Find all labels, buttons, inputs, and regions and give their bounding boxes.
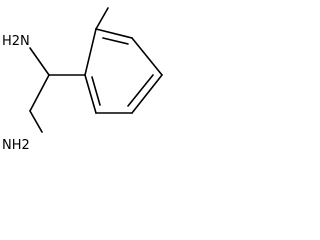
ring-bond-5	[84, 74, 97, 114]
chain-bond-lower	[29, 74, 50, 112]
ring-bond-2	[131, 37, 163, 76]
ring-double-bond-2	[127, 74, 154, 107]
amine-label-bottom: NH2	[2, 138, 30, 153]
ring-double-bond-1	[102, 37, 129, 45]
ring-double-bond-3	[91, 76, 101, 106]
chain-bond-top-amine	[29, 47, 50, 76]
ring-bond-1	[95, 28, 133, 39]
ring-bond-3	[131, 74, 163, 114]
methyl-bond	[95, 7, 109, 30]
amine-label-top: H2N	[2, 34, 30, 49]
ring-bond-6	[84, 28, 97, 76]
chain-bond-bottom-amine	[29, 110, 43, 133]
molecule-structure: H2N NH2	[2, 7, 163, 153]
